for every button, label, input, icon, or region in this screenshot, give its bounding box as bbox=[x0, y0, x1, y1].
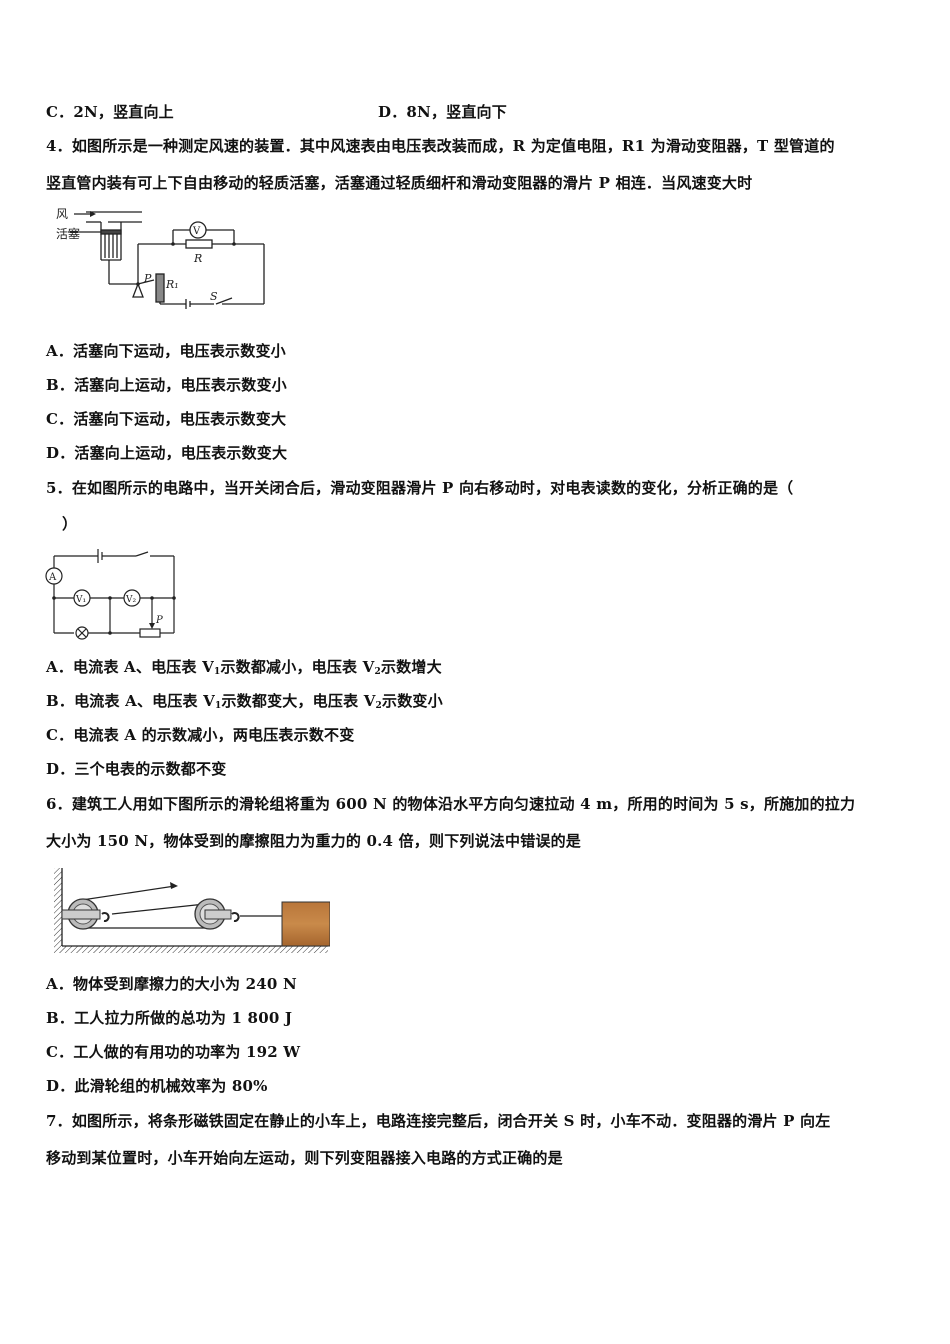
q6-option-b: B．工人拉力所做的总功为 1 800 J bbox=[46, 1009, 293, 1027]
voltmeter1-label: V₁ bbox=[75, 595, 86, 605]
q5-option-d: D．三个电表的示数都不变 bbox=[46, 760, 227, 778]
q4-stem-line2: 竖直管内装有可上下自由移动的轻质活塞，活塞通过轻质细杆和滑动变阻器的滑片 P 相… bbox=[46, 174, 753, 192]
q5-option-c: C．电流表 A 的示数减小，两电压表示数不变 bbox=[46, 726, 355, 744]
prev-option-c: C．2N，竖直向上 bbox=[46, 103, 174, 121]
piston-label: 活塞 bbox=[56, 226, 80, 241]
q4-stem-line1: 4．如图所示是一种测定风速的装置．其中风速表由电压表改装而成，R 为定值电阻，R… bbox=[46, 137, 835, 155]
wind-label: 风 bbox=[56, 207, 68, 221]
q5-circuit-figure: A V₁ V₂ P bbox=[44, 543, 184, 643]
slider-label: P bbox=[143, 272, 152, 285]
q5-option-a-part1: A．电流表 A、电压表 V bbox=[46, 658, 214, 676]
resistor-label: R bbox=[193, 252, 202, 265]
q6-stem-line1: 6．建筑工人用如下图所示的滑轮组将重为 600 N 的物体沿水平方向匀速拉动 4… bbox=[46, 795, 856, 813]
rheostat-label: R₁ bbox=[165, 278, 179, 291]
q4-option-a: A．活塞向下运动，电压表示数变小 bbox=[46, 342, 286, 360]
switch-label: S bbox=[210, 290, 218, 303]
subscript: 2 bbox=[374, 667, 381, 677]
q4-wind-speed-circuit-figure: 风 活塞 V R P R₁ S bbox=[46, 202, 276, 310]
q5-option-b-part1: B．电流表 A、电压表 V bbox=[46, 692, 215, 710]
meter-circuit-diagram-icon: A V₁ V₂ P bbox=[45, 549, 176, 640]
q5-stem-line1: 5．在如图所示的电路中，当开关闭合后，滑动变阻器滑片 P 向右移动时，对电表读数… bbox=[46, 479, 794, 497]
subscript: 1 bbox=[213, 667, 221, 677]
q5-option-a-part2: 示数都减小，电压表 V bbox=[220, 658, 375, 676]
subscript: 1 bbox=[215, 701, 222, 711]
q5-option-b: B．电流表 A、电压表 V1示数都变大，电压表 V2示数变小 bbox=[46, 691, 443, 716]
slider-p-label: P bbox=[155, 615, 163, 626]
ammeter-label: A bbox=[48, 572, 57, 583]
q6-pulley-figure bbox=[50, 866, 331, 956]
q4-option-c: C．活塞向下运动，电压表示数变大 bbox=[46, 410, 287, 428]
q6-option-c: C．工人做的有用功的功率为 192 W bbox=[46, 1043, 301, 1061]
q5-option-b-part2: 示数都变大，电压表 V bbox=[221, 692, 376, 710]
q4-option-b: B．活塞向上运动，电压表示数变小 bbox=[46, 376, 287, 394]
q4-option-d: D．活塞向上运动，电压表示数变大 bbox=[46, 444, 288, 462]
q7-stem-line1: 7．如图所示，将条形磁铁固定在静止的小车上，电路连接完整后，闭合开关 S 时，小… bbox=[46, 1112, 831, 1130]
q6-stem-line2: 大小为 150 N，物体受到的摩擦阻力为重力的 0.4 倍，则下列说法中错误的是 bbox=[46, 832, 582, 850]
voltmeter2-label: V₂ bbox=[125, 595, 136, 605]
prev-option-d: D．8N，竖直向下 bbox=[378, 103, 507, 121]
wind-circuit-diagram-icon: 风 活塞 V R P R₁ S bbox=[56, 207, 265, 309]
q5-option-b-part3: 示数变小 bbox=[382, 692, 443, 710]
q6-option-a: A．物体受到摩擦力的大小为 240 N bbox=[46, 975, 297, 993]
voltmeter-label: V bbox=[192, 226, 201, 237]
q5-option-a: A．电流表 A、电压表 V1示数都减小，电压表 V2示数增大 bbox=[46, 657, 442, 682]
q6-option-d: D．此滑轮组的机械效率为 80% bbox=[46, 1077, 268, 1095]
q5-stem-line2: ） bbox=[62, 515, 78, 533]
subscript: 2 bbox=[375, 701, 382, 711]
q5-option-a-part3: 示数增大 bbox=[380, 658, 442, 676]
q7-stem-line2: 移动到某位置时，小车开始向左运动，则下列变阻器接入电路的方式正确的是 bbox=[46, 1149, 563, 1167]
pulley-system-diagram-icon bbox=[54, 868, 331, 953]
